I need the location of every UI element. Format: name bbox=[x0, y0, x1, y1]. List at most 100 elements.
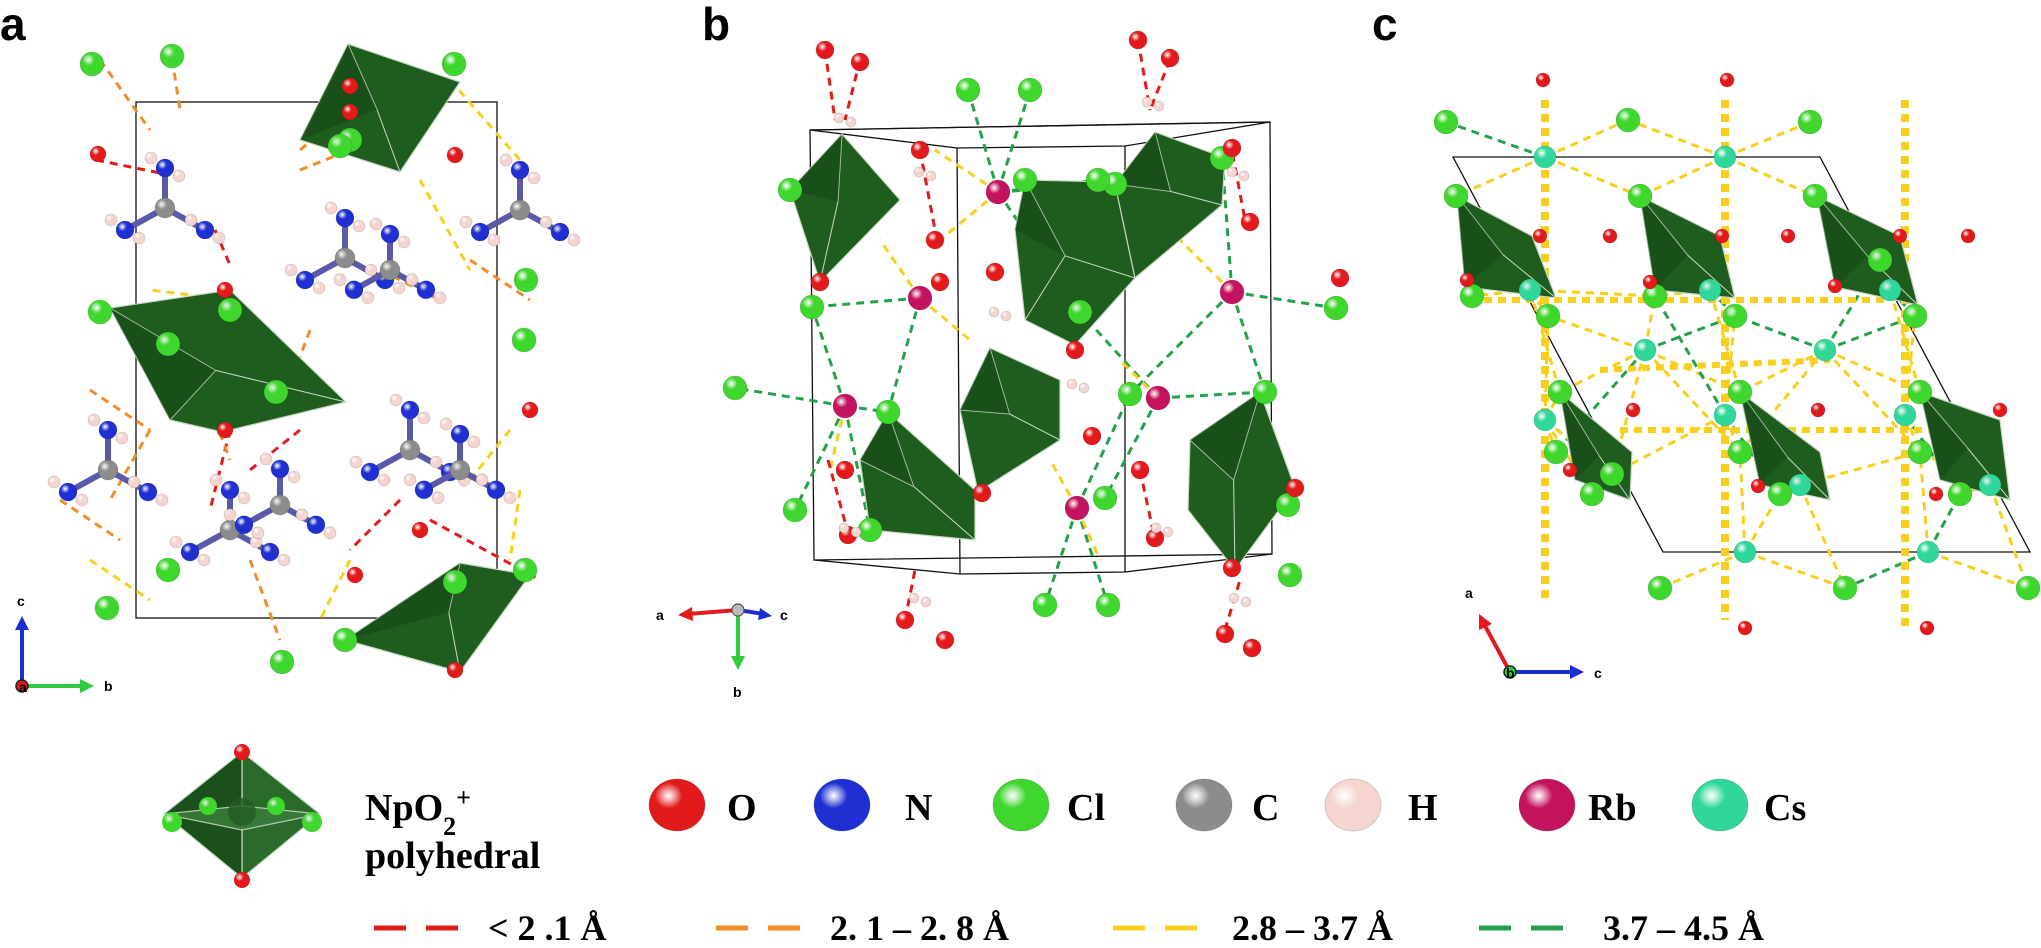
atom-n bbox=[155, 158, 175, 178]
atom-cs bbox=[1713, 403, 1737, 427]
atom-h bbox=[1226, 166, 1238, 178]
atom-o bbox=[1532, 228, 1548, 244]
atom-h bbox=[1162, 526, 1174, 538]
atom-cl bbox=[799, 294, 825, 320]
legend-polyhedron-label: NpO2+ bbox=[365, 783, 471, 841]
atom-o bbox=[910, 140, 930, 160]
bond-dashed bbox=[1075, 393, 1132, 509]
bond-dashed bbox=[903, 569, 917, 621]
atom-o bbox=[346, 566, 364, 584]
atom-n bbox=[450, 424, 470, 444]
atom-h bbox=[1228, 592, 1240, 604]
atom-n bbox=[220, 480, 240, 500]
atom-cl bbox=[512, 557, 538, 583]
panel-c-axis-b: b bbox=[1506, 665, 1515, 681]
atom-cl bbox=[442, 569, 468, 595]
atom-cl bbox=[87, 299, 113, 325]
bond-dashed bbox=[468, 429, 512, 481]
bond-dashed bbox=[1043, 507, 1079, 606]
bond-dashed bbox=[1659, 550, 1746, 590]
atom-cl bbox=[1277, 562, 1303, 588]
bond-dashed bbox=[1724, 155, 1816, 198]
atom-cl bbox=[1802, 183, 1828, 209]
bond-dashed bbox=[89, 558, 151, 602]
bond-dashed bbox=[1823, 348, 1922, 454]
atom-cl bbox=[155, 331, 181, 357]
atom-n bbox=[335, 208, 355, 228]
atom-cl bbox=[1727, 379, 1753, 405]
atom-cl bbox=[1727, 439, 1753, 465]
bond-dashed bbox=[810, 306, 847, 407]
atom-o bbox=[1222, 138, 1242, 158]
atom-h bbox=[908, 592, 920, 604]
atom-cl bbox=[1092, 485, 1118, 511]
npo2-polyhedron bbox=[1187, 391, 1296, 571]
atom-h bbox=[47, 475, 61, 489]
atom-o bbox=[1128, 30, 1148, 50]
panel-c-axis-a: a bbox=[1465, 585, 1473, 601]
atom-h bbox=[503, 491, 517, 505]
legend-atom-n: N bbox=[813, 778, 932, 832]
atom-cl bbox=[79, 51, 105, 77]
atom-o bbox=[985, 262, 1005, 282]
legend-atom-label: C bbox=[1252, 787, 1279, 829]
atom-h bbox=[499, 153, 513, 167]
atom-o bbox=[1928, 486, 1944, 502]
atom-h bbox=[295, 508, 309, 522]
atom-h bbox=[144, 151, 158, 165]
atom-cl bbox=[1832, 575, 1858, 601]
atom-h bbox=[925, 170, 937, 182]
atom-cl bbox=[1095, 592, 1121, 618]
bond-dashed bbox=[1627, 118, 1726, 159]
atom-h bbox=[237, 491, 251, 505]
atom-n bbox=[416, 280, 436, 300]
bond-dashed bbox=[168, 44, 182, 111]
panel-a-axis-b: b bbox=[104, 678, 113, 694]
atom-h bbox=[1078, 382, 1090, 394]
atom-cl bbox=[269, 649, 295, 675]
atom-o bbox=[1222, 558, 1242, 578]
atom-c bbox=[509, 199, 531, 221]
atom-cs bbox=[1533, 145, 1557, 169]
bond-dashed bbox=[508, 489, 522, 561]
atom-cl bbox=[511, 327, 537, 353]
legend-bond-2: 2. 1 – 2. 8 Å bbox=[716, 908, 1009, 948]
bond-dashed bbox=[1148, 59, 1172, 111]
legend-bond-label: 2.8 – 3.7 Å bbox=[1232, 908, 1393, 948]
panel-a-axis-a: a bbox=[19, 679, 27, 695]
atom-c bbox=[334, 247, 356, 269]
atom-n bbox=[234, 515, 254, 535]
atom-cs bbox=[1893, 403, 1917, 427]
atom-rb bbox=[1064, 495, 1090, 521]
atom-h bbox=[1240, 596, 1252, 608]
panel-b-atoms bbox=[722, 30, 1350, 658]
bond-dashed bbox=[1639, 155, 1726, 198]
bond-dashed bbox=[98, 59, 152, 131]
atom-rb bbox=[985, 179, 1011, 205]
atom-h bbox=[397, 235, 411, 249]
atom-h bbox=[352, 219, 366, 233]
atom-c bbox=[379, 259, 401, 281]
panel-a-unit-cell bbox=[135, 101, 498, 619]
atom-o bbox=[1535, 72, 1551, 88]
atom-o bbox=[1750, 478, 1766, 494]
atom-cl bbox=[1459, 283, 1485, 309]
atom-h bbox=[361, 291, 375, 305]
atom-rb bbox=[907, 285, 933, 311]
panel-b-polyhedra bbox=[789, 131, 1296, 571]
bond-dashed bbox=[1610, 349, 1647, 475]
atom-cl bbox=[1535, 303, 1561, 329]
atom-cs bbox=[1916, 540, 1940, 564]
legend-atom-cs: Cs bbox=[1691, 778, 1806, 832]
bond-dashed bbox=[469, 258, 531, 302]
atom-h bbox=[439, 417, 453, 431]
npo2-polyhedron bbox=[789, 133, 901, 283]
atom-cl bbox=[782, 497, 808, 523]
atom-o bbox=[1719, 72, 1735, 88]
atom-o bbox=[1160, 48, 1180, 68]
atom-rb bbox=[832, 393, 858, 419]
atom-h bbox=[1000, 310, 1012, 322]
bond-dashed bbox=[1724, 120, 1811, 159]
atom-n bbox=[295, 270, 315, 290]
